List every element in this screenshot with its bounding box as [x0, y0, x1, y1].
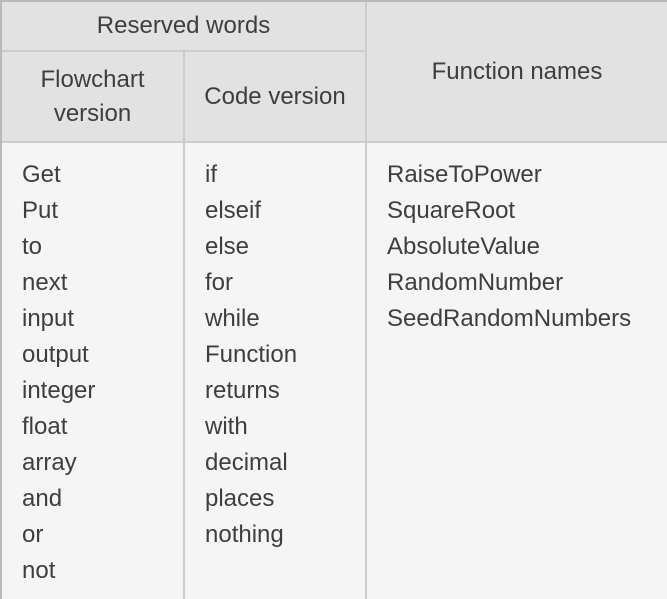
table-cell-value: for — [205, 269, 234, 296]
header-code-version-label: Code version — [204, 82, 346, 110]
header-reserved-words: Reserved words — [2, 2, 367, 52]
table-cell-value: elseif — [205, 197, 262, 224]
table-cell-value: places — [205, 485, 275, 512]
table-cell-value: RandomNumber — [387, 269, 564, 296]
table-cell-value: next — [22, 269, 68, 296]
table-cell-value: if — [205, 161, 217, 188]
header-reserved-words-label: Reserved words — [96, 12, 271, 39]
table-cell-value: decimal — [205, 449, 288, 476]
table-cell-value: and — [22, 485, 63, 512]
header-flowchart-version: Flowchart version — [2, 52, 185, 143]
table-cell-value: or — [22, 521, 44, 548]
table-cell-value: RaiseToPower — [387, 161, 542, 188]
table-cell-value: Put — [22, 197, 59, 224]
table-cell-value: Function — [205, 341, 298, 368]
header-flowchart-version-label: Flowchart version — [40, 65, 145, 127]
table-cell-value: else — [205, 233, 250, 260]
table-cell-value: Get — [22, 161, 61, 188]
header-code-version: Code version — [185, 52, 367, 143]
table-cell-value: integer — [22, 377, 96, 404]
header-function-names: Function names — [367, 2, 667, 143]
table-cell-value: with — [205, 413, 248, 440]
table-cell-value: SeedRandomNumbers — [387, 305, 632, 332]
table-cell-value: output — [22, 341, 89, 368]
table-cell-value: SquareRoot — [387, 197, 516, 224]
table-cell-value: AbsoluteValue — [387, 233, 540, 260]
table-cell-value: input — [22, 305, 75, 332]
table-cell-value: nothing — [205, 521, 284, 548]
table-cell-value: to — [22, 233, 43, 260]
table-cell-value: float — [22, 413, 68, 440]
table-cell-value: while — [205, 305, 260, 332]
header-function-names-label: Function names — [431, 57, 603, 85]
table-cell-value: returns — [205, 377, 280, 404]
table-cell-value: array — [22, 449, 77, 476]
table-cell-value: not — [22, 557, 56, 584]
